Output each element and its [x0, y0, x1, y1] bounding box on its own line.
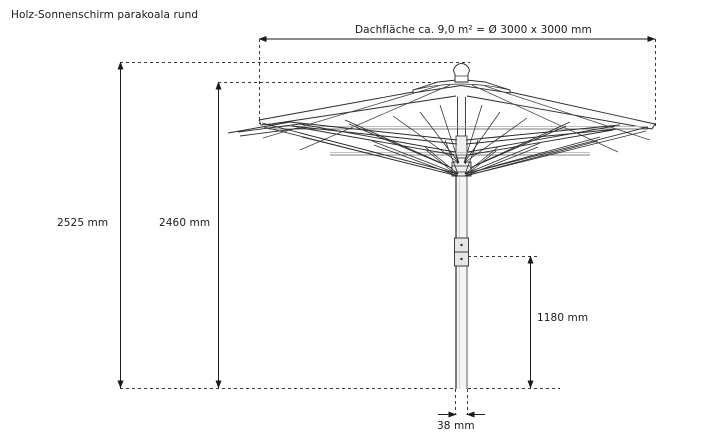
rib-left-3	[371, 140, 459, 175]
upper-pole	[455, 86, 468, 164]
canopy-right-lower-edge	[466, 95, 642, 128]
arm-right-outer	[465, 124, 621, 141]
strut-left-2	[301, 127, 456, 156]
canopy-left-lower-edge	[271, 95, 457, 125]
parasol-drawing	[227, 63, 656, 389]
finial-outline	[453, 63, 470, 83]
canopy-cap	[412, 79, 511, 94]
strut-left-6	[239, 127, 303, 137]
rib-right-1b	[464, 130, 647, 177]
dimension-label-total-height: 2525 mm	[57, 217, 109, 229]
rib-right-3	[464, 142, 541, 175]
cap-top-curve	[412, 83, 511, 91]
canopy-outline	[258, 91, 656, 130]
page-title: Holz-Sonnenschirm parakoala rund	[11, 9, 199, 21]
canopy-left-upper-edge	[258, 91, 414, 121]
pole-shaft	[455, 175, 468, 389]
upper-pole-shaft	[457, 86, 466, 164]
arm-left-strut	[227, 121, 291, 134]
parasol-pole	[454, 175, 469, 389]
finial-knob	[453, 63, 470, 83]
runner-collar	[455, 135, 468, 159]
seam-right-outer	[484, 85, 651, 141]
lower-rib-l3	[439, 104, 460, 164]
strut-left-4	[348, 123, 453, 169]
lower-rib-r3	[463, 104, 483, 164]
rib-right-2b	[464, 140, 599, 177]
strut-right-1	[467, 125, 616, 153]
dimension-label-top-width: Dachfläche ca. 9,0 m² = Ø 3000 x 3000 mm	[355, 24, 592, 36]
pole-joint-screw-lower	[460, 257, 463, 261]
rib-left-2b	[301, 136, 459, 177]
lower-rib-l1	[392, 115, 460, 164]
rib-right-2	[464, 136, 601, 175]
lower-rib-bundle	[392, 104, 528, 164]
rib-right-4	[464, 146, 499, 175]
dimension-label-pole-width: 38 mm	[437, 420, 475, 432]
dimension-lines	[117, 36, 656, 418]
strut-right-4	[469, 125, 567, 169]
rib-left-5	[444, 139, 459, 175]
lower-rib-l2	[419, 111, 460, 164]
strut-left-5	[237, 123, 301, 133]
canopy-right-upper-edge	[509, 91, 656, 125]
canopy-left-panel-fill	[259, 83, 461, 133]
strut-left-3	[344, 119, 449, 167]
dimension-label-clearance-height: 1180 mm	[537, 312, 589, 324]
rib-right-1	[464, 126, 649, 175]
lower-rib-r2	[463, 111, 501, 164]
arm-left-outer	[289, 121, 458, 141]
strut-right-3	[473, 121, 571, 167]
rib-left-3b	[373, 144, 459, 177]
lower-rib-r1	[463, 117, 528, 164]
rib-left-2	[299, 132, 459, 175]
rib-struts	[237, 119, 616, 169]
pole-joint-screw-upper	[460, 243, 463, 247]
rib-right-3b	[464, 146, 539, 177]
strut-right-2	[467, 129, 614, 156]
strut-left-1	[299, 123, 456, 153]
dimension-label-canopy-height: 2460 mm	[159, 217, 211, 229]
